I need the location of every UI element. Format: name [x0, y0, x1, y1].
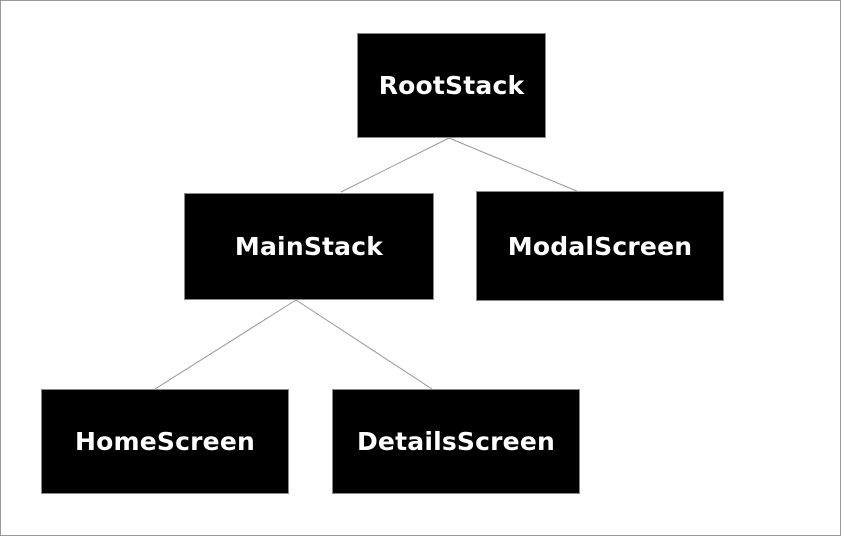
- node-mainstack-label: MainStack: [234, 232, 384, 261]
- edge-mainstack-homescreen: [154, 299, 297, 390]
- node-detailsscreen-label: DetailsScreen: [356, 427, 555, 456]
- node-rootstack-label: RootStack: [378, 71, 525, 100]
- node-modalscreen-label: ModalScreen: [507, 231, 693, 261]
- edge-mainstack-detailsscreen: [295, 299, 433, 390]
- node-homescreen-label: HomeScreen: [75, 427, 255, 456]
- edge-rootstack-mainstack: [340, 137, 450, 193]
- node-mainstack: MainStack: [184, 193, 434, 300]
- node-detailsscreen: DetailsScreen: [332, 389, 580, 494]
- node-rootstack: RootStack: [357, 33, 546, 138]
- edge-rootstack-modalscreen: [448, 137, 580, 193]
- node-homescreen: HomeScreen: [41, 389, 289, 494]
- node-modalscreen: ModalScreen: [476, 191, 724, 301]
